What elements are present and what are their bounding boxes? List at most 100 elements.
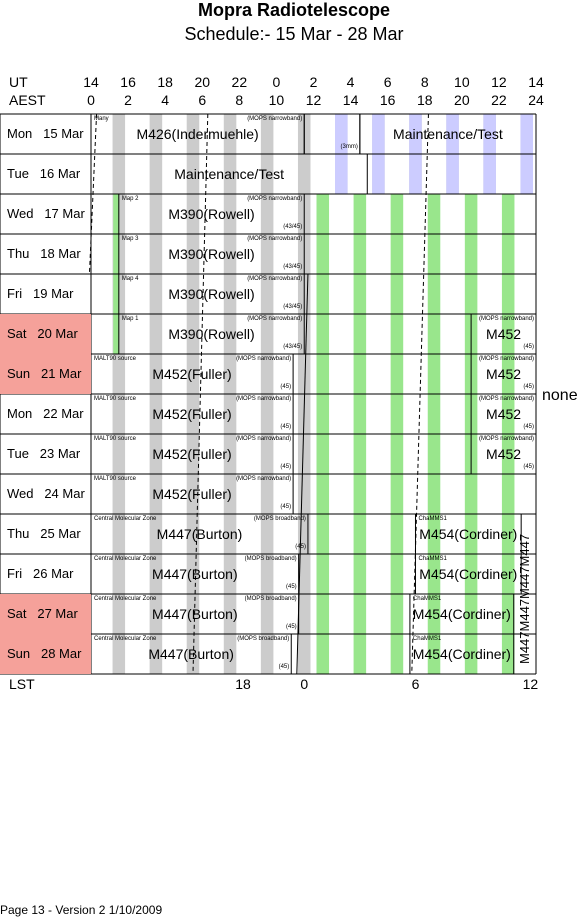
block-label: M447(Burton): [152, 566, 238, 582]
hour-stripe: [260, 474, 274, 514]
block-note-bottom: (43/45): [283, 344, 303, 350]
block-note-left: MALT90 source: [94, 396, 136, 402]
hour-stripe: [501, 274, 515, 314]
block-note-right: (MOPS narrowband): [478, 396, 534, 402]
ut-label: UT: [9, 74, 28, 90]
block-note-right: (MOPS narrowband): [236, 396, 292, 402]
hour-stripe: [260, 354, 274, 394]
hour-stripe: [260, 514, 274, 554]
block-note-right: (MOPS narrowband): [236, 356, 292, 362]
hour-stripe: [297, 554, 311, 594]
aest-label: AEST: [9, 92, 46, 108]
block-label: Maintenance/Test: [174, 166, 284, 182]
block-note-right: (MOPS narrowband): [236, 476, 292, 482]
maintenance-stripe: [520, 114, 533, 154]
hour-stripe: [353, 234, 367, 274]
hour-stripe: [427, 314, 441, 354]
hour-stripe: [149, 514, 163, 554]
ut-tick: 14: [83, 74, 99, 90]
hour-stripe: [316, 594, 330, 634]
hour-stripe: [186, 634, 200, 674]
hour-stripe: [223, 394, 237, 434]
block-note-right: (MOPS broadband): [253, 516, 306, 522]
block-note-bottom: (45): [280, 384, 292, 390]
hour-stripe: [316, 314, 330, 354]
hour-stripe: [112, 154, 126, 194]
block-note-left: MALT90 source: [94, 476, 136, 482]
hour-stripe: [149, 234, 163, 274]
map-stripe: [113, 234, 120, 274]
ut-tick: 22: [231, 74, 248, 90]
hour-stripe: [316, 514, 330, 554]
map-stripe: [113, 274, 120, 314]
hour-stripe: [353, 434, 367, 474]
block-note-bottom: (45): [278, 664, 290, 670]
hour-stripe: [112, 514, 126, 554]
ut-tick: 12: [491, 74, 507, 90]
block-label: M452(Fuller): [152, 366, 232, 382]
hour-stripe: [149, 434, 163, 474]
hour-stripe: [501, 194, 515, 234]
day-label: Sat 20 Mar: [0, 314, 91, 354]
map-stripe: [113, 194, 120, 234]
lst-solid-line: [296, 273, 309, 675]
hour-stripe: [149, 634, 163, 674]
ut-tick: 20: [194, 74, 211, 90]
block-note-right: (MOPS narrowband): [247, 116, 303, 122]
block-note-left: MALT90 source: [94, 356, 136, 362]
hour-stripe: [112, 354, 126, 394]
day-label: Wed 17 Mar: [7, 206, 85, 221]
block-note-bottom: (45): [523, 384, 534, 390]
day-label: Wed 24 Mar: [7, 486, 85, 501]
hour-stripe: [112, 634, 126, 674]
hour-stripe: [260, 274, 274, 314]
aest-tick: 18: [416, 92, 433, 108]
block-note-left: ChaMMS1: [418, 556, 447, 562]
hour-stripe: [149, 154, 163, 194]
block-note-bottom: (45): [295, 544, 306, 550]
hour-stripe: [186, 354, 200, 394]
hour-stripe: [316, 354, 330, 394]
hour-stripe: [390, 314, 404, 354]
block-note-right: (MOPS narrowband): [247, 196, 303, 202]
block-note-right: (3mm): [340, 144, 358, 150]
hour-stripe: [223, 154, 237, 194]
hour-stripe: [390, 554, 404, 594]
block-note-left: MALT90 source: [94, 436, 136, 442]
hour-stripe: [427, 434, 441, 474]
hour-stripe: [501, 434, 515, 474]
hour-stripe: [260, 234, 274, 274]
hour-stripe: [464, 594, 478, 634]
block-label: M390(Rowell): [168, 286, 255, 302]
block-note-bottom: (45): [523, 424, 534, 430]
block-label: Maintenance/Test: [393, 126, 503, 142]
block-note-left: Map 2: [121, 196, 139, 202]
block-label: M426(Indermuehle): [136, 126, 259, 142]
block-label: M452: [486, 446, 522, 462]
hour-stripe: [149, 554, 163, 594]
hour-stripe: [223, 634, 237, 674]
block-note-right: (MOPS narrowband): [247, 316, 303, 322]
aest-tick: 22: [491, 92, 507, 108]
hour-stripe: [316, 274, 330, 314]
hour-stripe: [353, 474, 367, 514]
hour-stripe: [427, 634, 441, 674]
hour-stripe: [186, 594, 200, 634]
hour-stripe: [501, 354, 515, 394]
hour-stripe: [186, 434, 200, 474]
aest-tick: 4: [161, 92, 170, 108]
hour-stripe: [297, 634, 311, 674]
hour-stripe: [149, 474, 163, 514]
hour-stripe: [464, 474, 478, 514]
day-label: Sun 28 Mar: [0, 634, 91, 674]
hour-stripe: [464, 514, 478, 554]
block-label: M454(Cordiner): [419, 526, 518, 542]
hour-stripe: [353, 594, 367, 634]
hour-stripe: [464, 194, 478, 234]
hour-stripe: [427, 354, 441, 394]
block-note-bottom: (45): [280, 504, 292, 510]
aest-tick: 0: [87, 92, 95, 108]
hour-stripe: [297, 434, 311, 474]
lst-dashed-line: [192, 113, 209, 675]
hour-stripe: [390, 634, 404, 674]
